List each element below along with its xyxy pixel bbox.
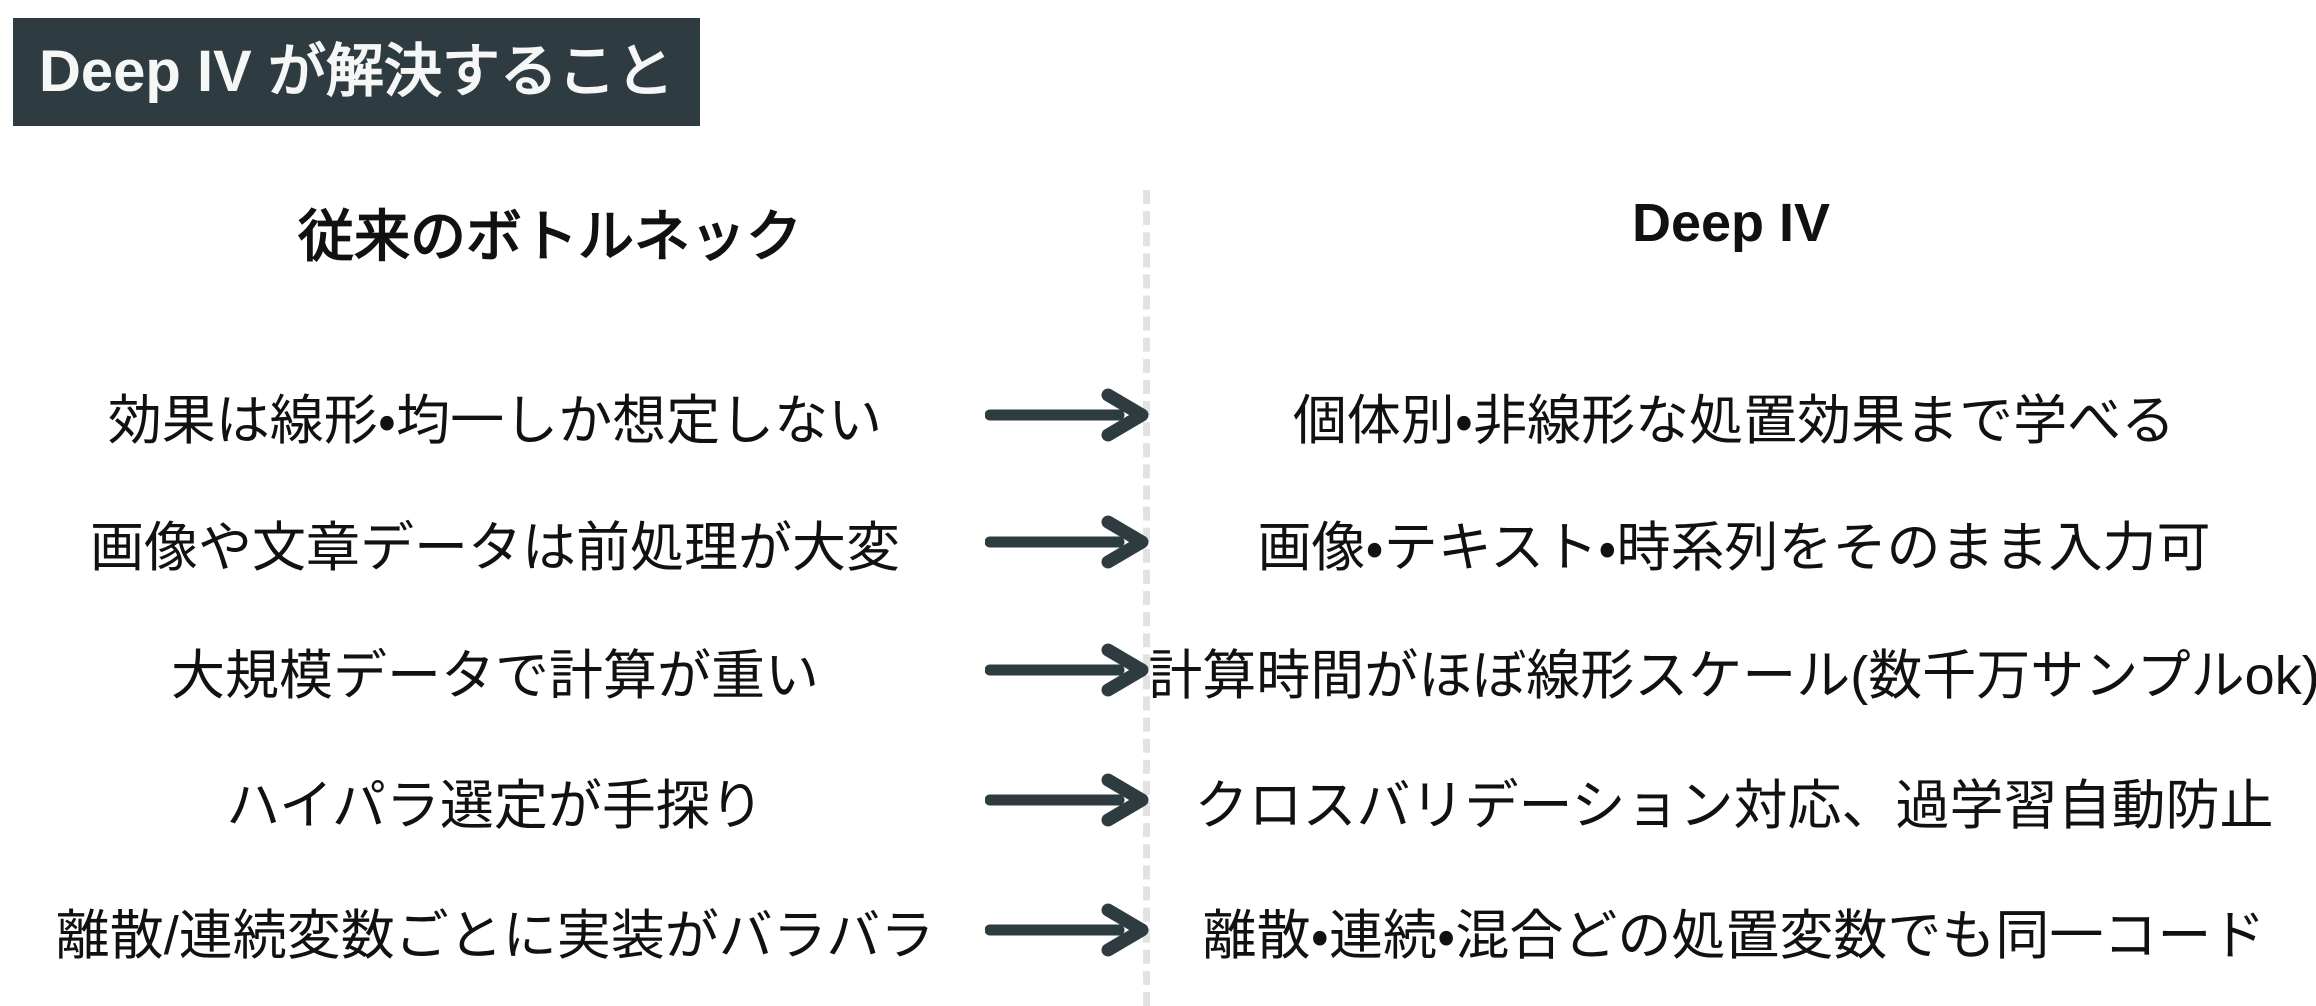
column-header-before: 従来のボトルネック bbox=[298, 205, 802, 268]
comparison-row: 離散/連続変数ごとに実装がバラバラ 離散・連続・混合どの処置変数でも同一コード bbox=[0, 875, 2316, 985]
solution-text: 計算時間がほぼ線形スケール(数千万サンプルok) bbox=[1148, 645, 2316, 706]
bottleneck-text: ハイパラ選定が手探り bbox=[226, 775, 764, 836]
column-divider bbox=[1143, 190, 1150, 1006]
column-header-after: Deep IV bbox=[1631, 193, 1831, 253]
solution-text: 個体別・非線形な処置効果まで学べる bbox=[1292, 390, 2176, 451]
comparison-row: ハイパラ選定が手探り クロスバリデーション対応、過学習自動防止 bbox=[0, 745, 2316, 855]
comparison-row: 効果は線形・均一しか想定しない 個体別・非線形な処置効果まで学べる bbox=[0, 360, 2316, 470]
comparison-row: 画像や文章データは前処理が大変 画像・テキスト・時系列をそのまま入力可 bbox=[0, 487, 2316, 597]
solution-text: 離散・連続・混合どの処置変数でも同一コード bbox=[1202, 905, 2266, 966]
bottleneck-text: 離散/連続変数ごとに実装がバラバラ bbox=[55, 905, 935, 966]
bottleneck-text: 画像や文章データは前処理が大変 bbox=[90, 517, 900, 578]
page-title: Deep IV が解決すること bbox=[13, 18, 700, 126]
bottleneck-text: 大規模データで計算が重い bbox=[171, 645, 819, 706]
comparison-row: 大規模データで計算が重い 計算時間がほぼ線形スケール(数千万サンプルok) bbox=[0, 615, 2316, 725]
right-arrow-icon bbox=[985, 902, 1155, 958]
right-arrow-icon bbox=[985, 772, 1155, 828]
right-arrow-icon bbox=[985, 387, 1155, 443]
solution-text: クロスバリデーション対応、過学習自動防止 bbox=[1194, 775, 2274, 836]
bottleneck-text: 効果は線形・均一しか想定しない bbox=[107, 390, 883, 451]
right-arrow-icon bbox=[985, 514, 1155, 570]
solution-text: 画像・テキスト・時系列をそのまま入力可 bbox=[1257, 517, 2211, 578]
right-arrow-icon bbox=[985, 642, 1155, 698]
